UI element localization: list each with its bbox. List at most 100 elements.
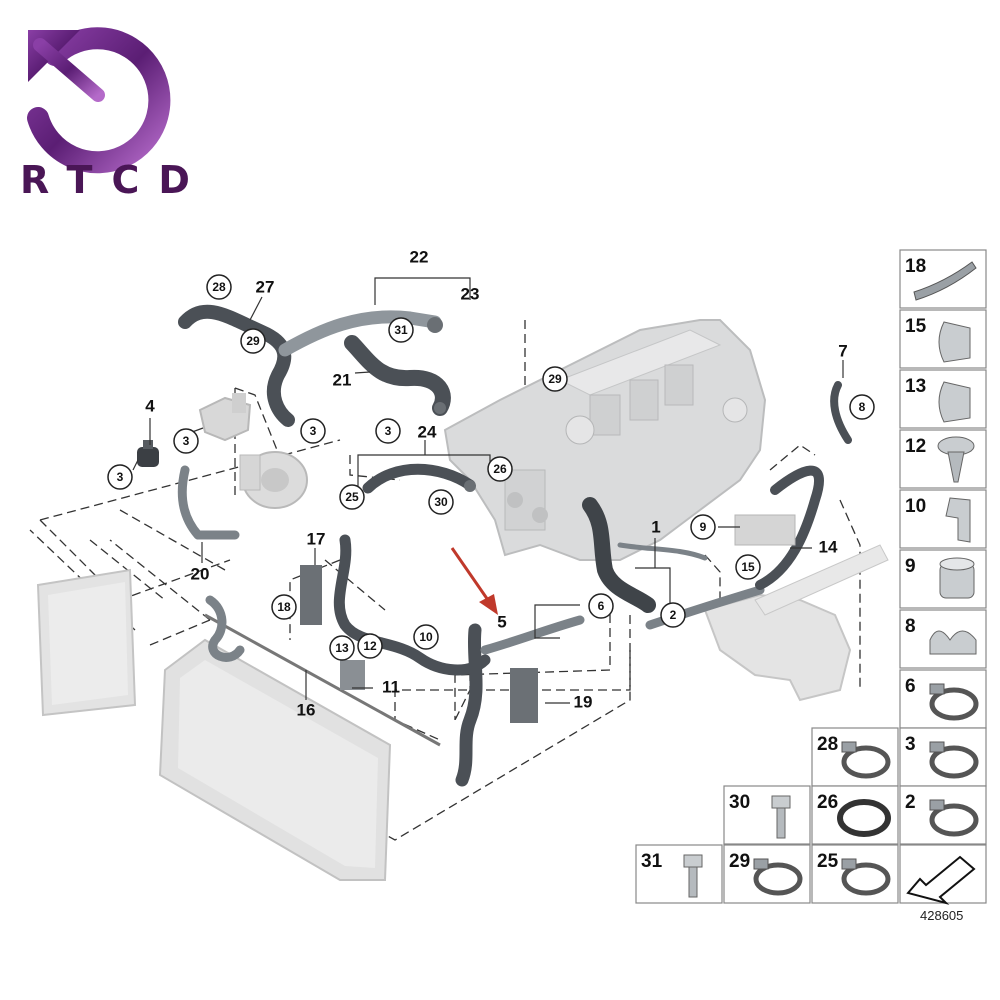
legend-cell: 13	[899, 369, 987, 429]
callout-number: 22	[410, 247, 429, 266]
clip-icon	[938, 321, 971, 363]
callout-number: 19	[574, 692, 593, 711]
svg-text:29: 29	[246, 334, 260, 348]
legend-cell: 12	[899, 429, 987, 489]
legend-cell: 26	[811, 785, 899, 845]
callout-circle: 2	[660, 602, 686, 628]
legend-cell: 25	[811, 844, 899, 904]
strap-icon	[913, 261, 977, 301]
callout-circle: 12	[357, 633, 383, 659]
svg-text:6: 6	[598, 599, 605, 613]
callout-number: 14	[819, 537, 838, 556]
engine-block	[443, 319, 767, 561]
legend-number: 31	[641, 851, 663, 872]
bolt-icon	[683, 854, 703, 898]
callout-circle: 3	[107, 464, 133, 490]
main-radiator	[158, 613, 441, 881]
legend-cell: 30	[723, 785, 811, 845]
legend-number: 29	[729, 851, 750, 872]
callout-number: 7	[838, 341, 847, 360]
svg-text:3: 3	[310, 424, 317, 438]
water-pump	[239, 451, 308, 509]
legend-number: 26	[817, 792, 838, 813]
svg-text:15: 15	[741, 560, 755, 574]
callout-circle: 29	[240, 328, 266, 354]
svg-text:3: 3	[183, 434, 190, 448]
solid-leaders	[132, 277, 844, 704]
push-nut-icon	[939, 557, 975, 599]
legend-number: 9	[905, 556, 916, 577]
callout-number: 16	[297, 700, 316, 719]
legend-cell: 8	[899, 609, 987, 669]
legend-cell: 28	[811, 727, 899, 787]
callout-circle: 31	[388, 317, 414, 343]
callout-circle: 25	[339, 484, 365, 510]
svg-text:12: 12	[363, 639, 377, 653]
legend-cell: 2	[899, 785, 987, 845]
callout-circle: 3	[375, 418, 401, 444]
legend-number: 30	[729, 792, 750, 813]
legend-number: 28	[817, 734, 838, 755]
legend-cell: 10	[899, 489, 987, 549]
callout-circle: 28	[206, 274, 232, 300]
callout-number: 21	[333, 370, 352, 389]
legend-number: 12	[905, 436, 926, 457]
legend-number: 3	[905, 734, 916, 755]
callout-number: 27	[256, 277, 275, 296]
legend-cell: 15	[899, 309, 987, 369]
callout-number: 1	[651, 517, 660, 536]
legend-cell: 9	[899, 549, 987, 609]
callout-number: 11	[382, 677, 400, 696]
callout-number: 4	[145, 396, 155, 415]
callout-circle: 13	[329, 635, 355, 661]
hardware-parts	[300, 317, 796, 723]
mount-4	[137, 440, 159, 467]
callout-number: 23	[461, 284, 480, 303]
bracket-clip-icon	[945, 497, 971, 543]
legend-number: 18	[905, 256, 926, 277]
hose-clamp-icon	[929, 741, 979, 779]
hose-clamp-icon	[841, 741, 891, 779]
callout-circle: 3	[173, 428, 199, 454]
callout-number: 24	[418, 422, 437, 441]
direction-arrow-icon	[906, 855, 976, 905]
legend-number: 13	[905, 376, 926, 397]
hose-clamp-icon	[929, 799, 979, 837]
double-clip-icon	[929, 630, 977, 655]
legend-number: 15	[905, 316, 927, 337]
svg-text:28: 28	[212, 280, 226, 294]
legend-cell: 31	[635, 844, 723, 904]
bolt-icon	[771, 795, 791, 839]
callout-circle: 8	[849, 394, 875, 420]
callout-circle: 18	[271, 594, 297, 620]
legend-cell: 29	[723, 844, 811, 904]
callout-circle: 10	[413, 624, 439, 650]
hose-clamp-icon	[753, 858, 803, 896]
callout-labels: 1245711141617192021222324272368910121315…	[107, 247, 875, 719]
legend-number: 25	[817, 851, 839, 872]
svg-text:13: 13	[335, 641, 349, 655]
legend-number: 8	[905, 616, 916, 637]
clip-icon	[938, 381, 971, 423]
svg-text:2: 2	[670, 608, 677, 622]
highlight-arrow	[450, 547, 498, 615]
svg-text:31: 31	[394, 323, 408, 337]
legend-cell: 6	[899, 669, 987, 729]
legend-cell: 18	[899, 249, 987, 309]
hose-clamp-icon	[841, 858, 891, 896]
svg-text:3: 3	[385, 424, 392, 438]
legend-number: 6	[905, 676, 916, 697]
legend-number: 10	[905, 496, 926, 517]
svg-text:8: 8	[859, 400, 866, 414]
thermostat-valve	[198, 393, 252, 442]
seal-ring-icon	[837, 799, 891, 837]
legend-number: 2	[905, 792, 916, 813]
svg-text:3: 3	[117, 470, 124, 484]
hoses	[177, 304, 852, 787]
expanding-rivet-icon	[937, 436, 975, 483]
legend-cell	[899, 844, 987, 905]
callout-circle: 29	[542, 366, 568, 392]
callout-circle: 30	[428, 489, 454, 515]
